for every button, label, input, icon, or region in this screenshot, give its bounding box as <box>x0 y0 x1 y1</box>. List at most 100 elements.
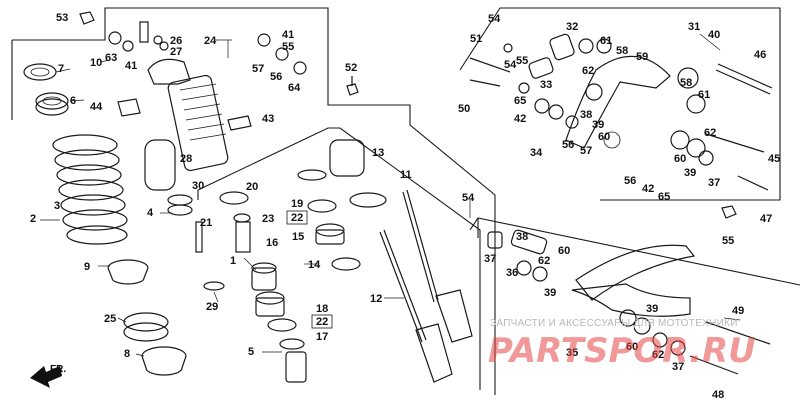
label-25: 25 <box>104 313 116 325</box>
label-31: 31 <box>688 21 700 33</box>
label-12: 12 <box>370 293 382 305</box>
label-41a: 41 <box>125 60 137 72</box>
label-64: 64 <box>288 82 301 94</box>
label-9: 9 <box>84 261 90 273</box>
watermark-brand: PARTSPOR.RU <box>488 331 756 371</box>
label-2: 2 <box>30 213 36 225</box>
label-30: 30 <box>192 180 204 192</box>
label-54c: 54 <box>462 192 475 204</box>
cushion-link-parts <box>487 229 771 375</box>
label-42b: 42 <box>642 183 654 195</box>
label-43: 43 <box>262 113 274 125</box>
label-5: 5 <box>248 346 254 358</box>
label-55b: 55 <box>516 55 528 67</box>
label-34: 34 <box>530 147 543 159</box>
label-56c: 56 <box>624 175 636 187</box>
label-39c: 39 <box>544 287 556 299</box>
label-49: 49 <box>732 305 744 317</box>
label-39d: 39 <box>646 303 658 315</box>
label-38a: 38 <box>580 109 592 121</box>
label-63: 63 <box>105 52 117 64</box>
label-35: 35 <box>566 347 578 359</box>
label-61a: 61 <box>600 35 612 47</box>
label-24: 24 <box>204 35 217 47</box>
label-65a: 65 <box>514 95 526 107</box>
label-7: 7 <box>58 63 64 75</box>
label-17: 17 <box>316 331 328 343</box>
label-54b: 54 <box>504 59 517 71</box>
label-14: 14 <box>308 259 321 271</box>
label-38b: 38 <box>516 231 528 243</box>
label-27: 27 <box>170 46 182 58</box>
front-direction-arrow <box>30 366 62 388</box>
label-18: 18 <box>316 303 328 315</box>
cushion-arm-parts <box>469 33 773 219</box>
label-50: 50 <box>458 103 470 115</box>
label-37b: 37 <box>484 253 496 265</box>
label-46: 46 <box>754 49 766 61</box>
label-57: 57 <box>252 63 264 75</box>
label-36: 36 <box>506 267 518 279</box>
label-57b: 57 <box>580 145 592 157</box>
label-60d: 60 <box>626 341 638 353</box>
label-33: 33 <box>540 79 552 91</box>
shock-absorber-parts <box>23 11 359 376</box>
label-41b: 41 <box>282 29 294 41</box>
label-44: 44 <box>90 101 103 113</box>
frame-outlines <box>11 7 800 395</box>
label-45: 45 <box>768 153 780 165</box>
label-53: 53 <box>56 12 68 24</box>
label-62b: 62 <box>704 127 716 139</box>
label-55c: 55 <box>722 235 734 247</box>
label-60b: 60 <box>598 131 610 143</box>
label-56: 56 <box>270 71 282 83</box>
label-60a: 60 <box>674 153 686 165</box>
label-4: 4 <box>147 207 154 219</box>
label-58a: 58 <box>616 45 628 57</box>
label-29: 29 <box>206 301 218 313</box>
label-60c: 60 <box>558 245 570 257</box>
watermark-caption: ЗАПЧАСТИ И АКСЕССУАРЫ ДЛЯ МОТОТЕХНИКИ <box>490 318 738 329</box>
label-39b: 39 <box>592 119 604 131</box>
label-48: 48 <box>712 389 724 401</box>
label-59: 59 <box>636 51 648 63</box>
part-number-labels: 53 7 6 44 10 63 41 26 27 24 41 55 57 56 … <box>30 12 780 401</box>
label-15: 15 <box>292 231 304 243</box>
label-28: 28 <box>180 153 192 165</box>
label-20: 20 <box>246 181 258 193</box>
label-22b: 22 <box>316 316 328 328</box>
label-62d: 62 <box>652 349 664 361</box>
label-11: 11 <box>400 169 412 181</box>
label-40: 40 <box>708 29 720 41</box>
label-55a: 55 <box>282 41 294 53</box>
label-23: 23 <box>262 213 274 225</box>
label-52: 52 <box>345 62 357 74</box>
label-42a: 42 <box>514 113 526 125</box>
label-39a: 39 <box>684 167 696 179</box>
leader-lines <box>40 33 741 357</box>
label-54a: 54 <box>488 13 501 25</box>
label-19: 19 <box>291 198 303 210</box>
label-62a: 62 <box>582 65 594 77</box>
label-32: 32 <box>566 21 578 33</box>
label-61b: 61 <box>698 89 710 101</box>
label-51: 51 <box>470 33 482 45</box>
label-8: 8 <box>124 348 130 360</box>
label-58b: 58 <box>680 77 692 89</box>
label-37c: 37 <box>672 361 684 373</box>
label-22a: 22 <box>291 212 303 224</box>
front-direction-label: FR. <box>50 364 66 375</box>
label-21: 21 <box>200 217 212 229</box>
label-26: 26 <box>170 35 182 47</box>
label-16: 16 <box>266 237 278 249</box>
damper-internal-parts <box>167 139 473 383</box>
label-37a: 37 <box>708 177 720 189</box>
label-3: 3 <box>54 200 60 212</box>
label-56b: 56 <box>562 139 574 151</box>
label-62c: 62 <box>538 255 550 267</box>
label-13: 13 <box>372 147 384 159</box>
label-1: 1 <box>230 255 236 267</box>
label-47: 47 <box>760 213 772 225</box>
label-10: 10 <box>90 57 102 69</box>
